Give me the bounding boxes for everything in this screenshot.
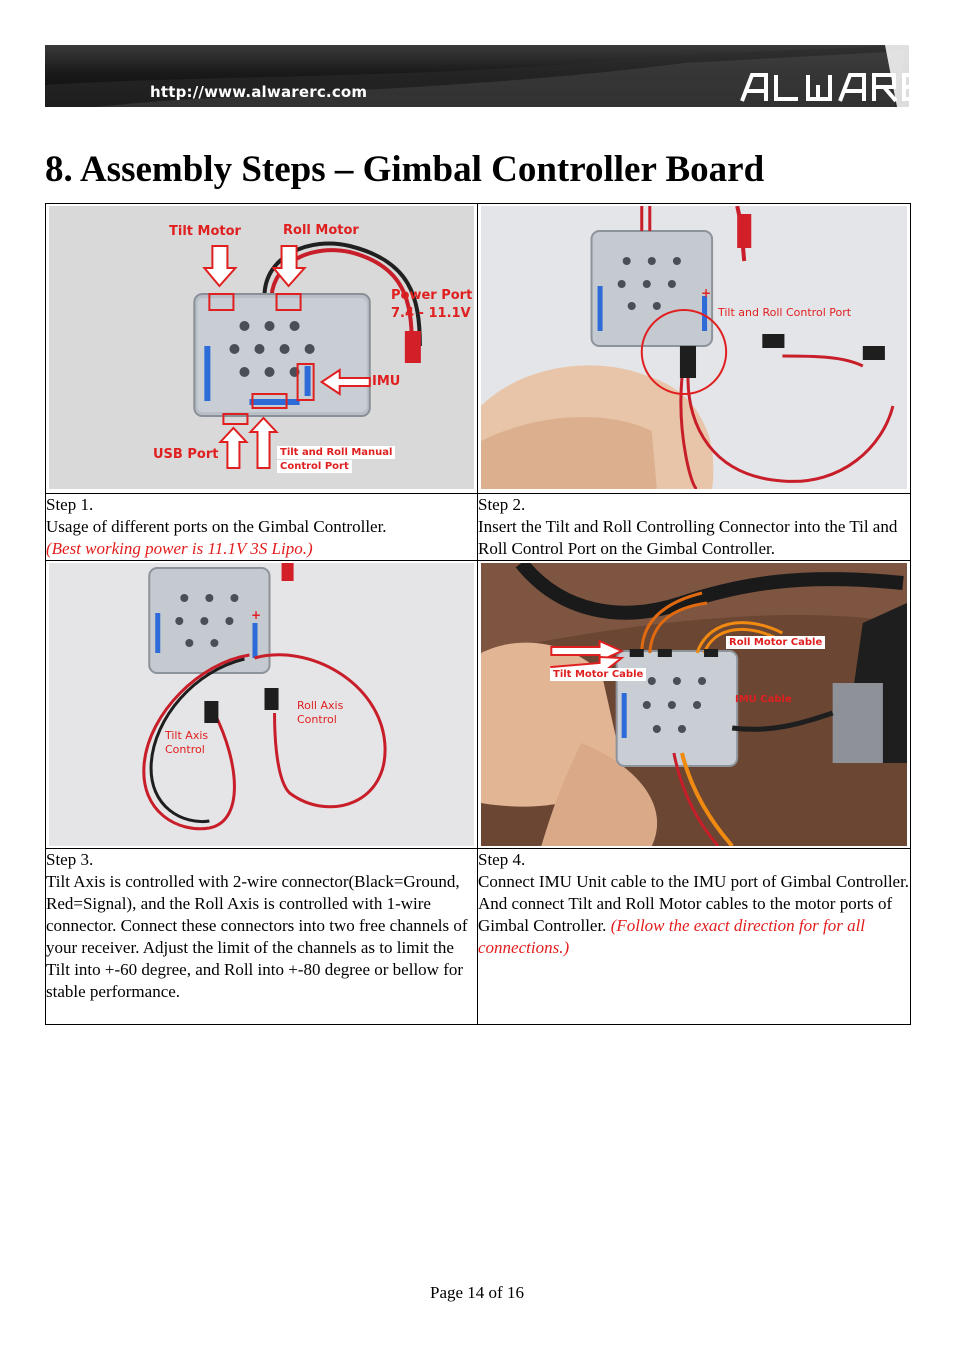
step4-photo-cell: Roll Motor Cable Tilt Motor Cable IMU Ca…	[477, 560, 911, 849]
step1-photo: Tilt Motor Roll Motor Power Port 7.4 - 1…	[49, 206, 474, 489]
roll-motor-cable-label: Roll Motor Cable	[726, 636, 826, 649]
roll-motor-label: Roll Motor	[283, 223, 359, 238]
page-number: Page 14 of 16	[430, 1283, 524, 1302]
control-port-label: Tilt and Roll Control Port	[718, 306, 852, 319]
step2-text: Insert the Tilt and Roll Controlling Con…	[478, 517, 898, 558]
alware-logo	[740, 73, 909, 103]
step3-heading: Step 3.	[46, 850, 94, 869]
power-port-label: Power Port	[391, 288, 473, 303]
website-url[interactable]: http://www.alwarerc.com	[150, 83, 368, 101]
step4-text-cell: Step 4. Connect IMU Unit cable to the IM…	[477, 848, 911, 1025]
step4-heading: Step 4.	[478, 850, 526, 869]
header-banner: http://www.alwarerc.com	[45, 45, 909, 107]
step4-body: Connect IMU Unit cable to the IMU port o…	[478, 871, 910, 959]
manual-port-label-1: Tilt and Roll Manual	[277, 446, 396, 459]
tilt-motor-label: Tilt Motor	[169, 224, 241, 239]
step1-text-cell: Step 1. Usage of different ports on the …	[45, 493, 478, 561]
step4-photo: Roll Motor Cable Tilt Motor Cable IMU Ca…	[481, 563, 907, 846]
step2-photo: + Tilt and Roll Control Port	[481, 206, 907, 489]
imu-label: IMU	[372, 374, 401, 389]
step4-text: Connect IMU Unit cable to the IMU port o…	[478, 872, 910, 935]
assembly-steps-table: Tilt Motor Roll Motor Power Port 7.4 - 1…	[45, 203, 911, 1025]
step3-text-cell: Step 3. Tilt Axis is controlled with 2-w…	[45, 848, 478, 1025]
tilt-motor-cable-label: Tilt Motor Cable	[550, 668, 647, 681]
step3-text: Tilt Axis is controlled with 2-wire conn…	[46, 872, 468, 1001]
usb-port-label: USB Port	[153, 447, 219, 462]
step1-note: (Best working power is 11.1V 3S Lipo.)	[46, 539, 313, 558]
step3-photo-cell: + Roll Axis Control Tilt Axis Control	[45, 560, 478, 849]
step4-note: (Follow the exact direction for for all …	[478, 916, 866, 957]
plus-sign: +	[251, 608, 262, 622]
step2-photo-cell: + Tilt and Roll Control Port	[477, 203, 911, 494]
power-range-label: 7.4 - 11.1V	[391, 306, 471, 321]
step3-photo: + Roll Axis Control Tilt Axis Control	[49, 563, 474, 846]
tilt-axis-label-2: Control	[165, 743, 205, 756]
manual-port-label-2: Control Port	[277, 460, 352, 473]
step2-heading: Step 2.	[478, 495, 526, 514]
tilt-axis-label-1: Tilt Axis	[165, 729, 209, 742]
step1-photo-cell: Tilt Motor Roll Motor Power Port 7.4 - 1…	[45, 203, 478, 494]
step1-text: Usage of different ports on the Gimbal C…	[46, 517, 387, 536]
page-title: 8. Assembly Steps – Gimbal Controller Bo…	[45, 149, 765, 190]
imu-cable-label: IMU Cable	[735, 694, 792, 705]
plus-sign: +	[701, 286, 712, 300]
roll-axis-label-2: Control	[297, 713, 337, 726]
step2-text-cell: Step 2. Insert the Tilt and Roll Control…	[477, 493, 911, 561]
step1-heading: Step 1.	[46, 495, 94, 514]
roll-axis-label-1: Roll Axis	[297, 699, 344, 712]
